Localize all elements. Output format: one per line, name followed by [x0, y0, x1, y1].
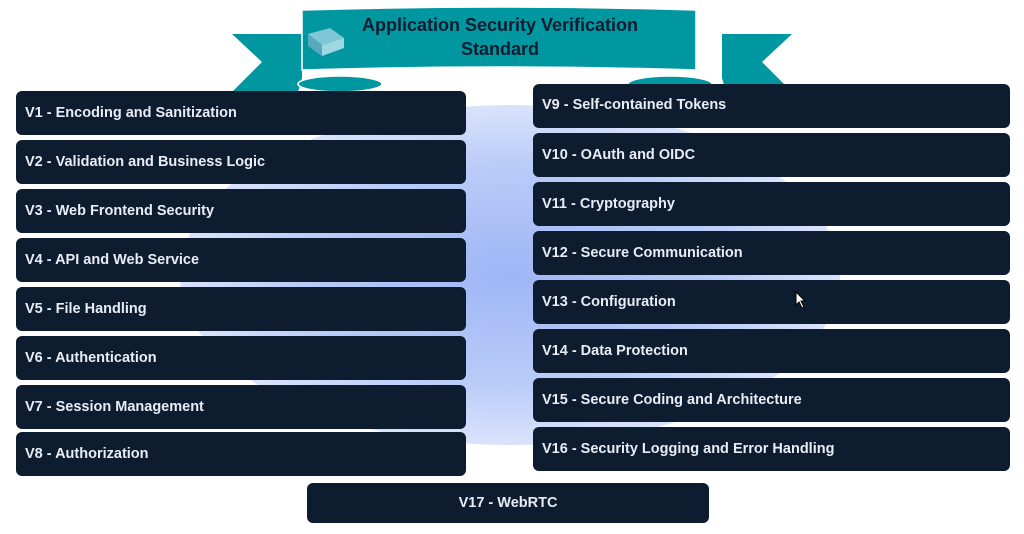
- page-title: Application Security Verification Standa…: [361, 15, 639, 59]
- category-v16: V16 - Security Logging and Error Handlin…: [533, 427, 1010, 471]
- category-v15: V15 - Secure Coding and Architecture: [533, 378, 1010, 422]
- category-v8: V8 - Authorization: [16, 432, 466, 476]
- category-v2: V2 - Validation and Business Logic: [16, 140, 466, 184]
- category-v1: V1 - Encoding and Sanitization: [16, 91, 466, 135]
- category-v9: V9 - Self-contained Tokens: [533, 84, 1010, 128]
- category-v12: V12 - Secure Communication: [533, 231, 1010, 275]
- cube-icon: [308, 28, 344, 56]
- category-v14: V14 - Data Protection: [533, 329, 1010, 373]
- category-v6: V6 - Authentication: [16, 336, 466, 380]
- mouse-cursor-icon: [795, 291, 807, 309]
- category-v7: V7 - Session Management: [16, 385, 466, 429]
- category-v10: V10 - OAuth and OIDC: [533, 133, 1010, 177]
- category-v3: V3 - Web Frontend Security: [16, 189, 466, 233]
- category-v4: V4 - API and Web Service: [16, 238, 466, 282]
- category-v17: V17 - WebRTC: [307, 483, 709, 523]
- category-v11: V11 - Cryptography: [533, 182, 1010, 226]
- category-v5: V5 - File Handling: [16, 287, 466, 331]
- title-banner: [232, 6, 792, 93]
- category-v13: V13 - Configuration: [533, 280, 1010, 324]
